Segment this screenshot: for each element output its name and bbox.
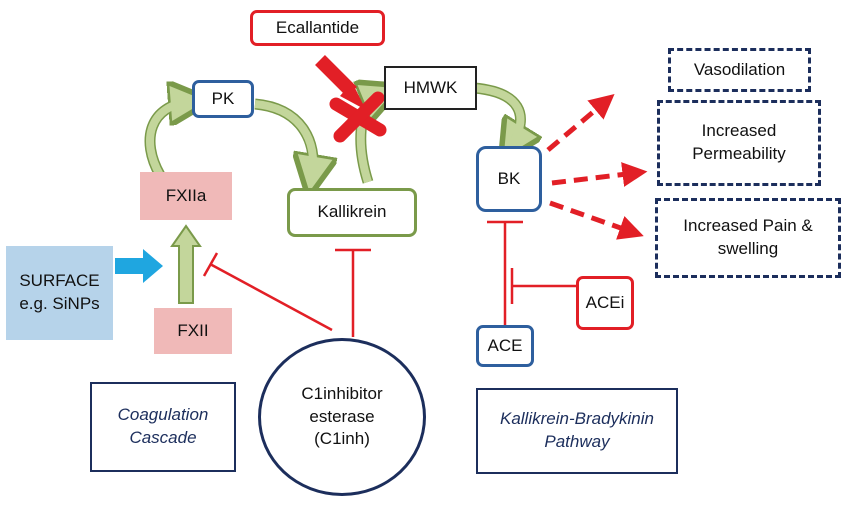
inhibition-acei-to-ace	[510, 268, 576, 304]
hmwk-label: HMWK	[403, 77, 458, 97]
vasodilation-label: Vasodilation	[693, 59, 786, 79]
ecallantide-label: Ecallantide	[275, 17, 360, 37]
coagulation-label-line2: Cascade	[129, 428, 197, 447]
vasodilation-node: Vasodilation	[668, 48, 811, 92]
inhibition-c1-to-fxii	[202, 252, 333, 332]
surface-label-line2: e.g. SiNPs	[19, 294, 100, 313]
coagulation-label-line1: Coagulation	[117, 405, 209, 425]
fxiia-label: FXIIa	[165, 185, 207, 205]
bk-node: BK	[476, 146, 542, 212]
pain-swelling-node: Increased Pain & swelling	[655, 198, 841, 278]
kallikrein-node: Kallikrein	[287, 188, 417, 237]
arrow-fxii-to-fxiia	[170, 224, 202, 304]
hmwk-node: HMWK	[384, 66, 477, 110]
fxii-node: FXII	[154, 308, 232, 354]
acei-node: ACEi	[576, 276, 634, 330]
pain-label-line1: Increased Pain &	[683, 216, 813, 236]
pk-node: PK	[192, 80, 254, 118]
c1-inhibitor-node: C1inhibitor esterase (C1inh)	[258, 338, 426, 496]
pain-label-line2: swelling	[717, 239, 779, 258]
permeability-label-line2: Permeability	[692, 144, 786, 163]
arrow-bk-to-vasodilation	[546, 93, 615, 152]
ecallantide-block-icon	[315, 55, 387, 143]
surface-node: SURFACE e.g. SiNPs	[6, 246, 113, 340]
c1-label-line2: esterase	[309, 406, 375, 426]
kallikrein-bradykinin-label: Kallikrein-Bradykinin Pathway	[476, 388, 678, 474]
kkb-label-line1: Kallikrein-Bradykinin	[499, 409, 654, 429]
c1-label-line1: C1inhibitor	[301, 383, 383, 403]
fxiia-node: FXIIa	[140, 172, 232, 220]
inhibition-c1-to-kallikrein	[335, 248, 371, 337]
inhibition-ace-to-bk	[487, 220, 523, 325]
ace-label: ACE	[487, 335, 523, 355]
arrow-surface	[115, 249, 163, 283]
permeability-label-line1: Increased	[701, 121, 777, 141]
bk-label: BK	[497, 168, 521, 188]
coagulation-cascade-label: Coagulation Cascade	[90, 382, 236, 472]
acei-label: ACEi	[585, 292, 625, 312]
pk-label: PK	[211, 88, 235, 108]
arrow-bk-to-permeability	[551, 162, 648, 187]
kkb-label-line2: Pathway	[544, 432, 610, 451]
ace-node: ACE	[476, 325, 534, 367]
c1-label-line3: (C1inh)	[314, 429, 370, 449]
arrow-bk-to-pain	[549, 200, 644, 240]
kallikrein-label: Kallikrein	[317, 202, 387, 222]
fxii-label: FXII	[177, 320, 209, 340]
permeability-node: Increased Permeability	[657, 100, 821, 186]
ecallantide-node: Ecallantide	[250, 10, 385, 46]
surface-label-line1: SURFACE	[19, 271, 100, 291]
